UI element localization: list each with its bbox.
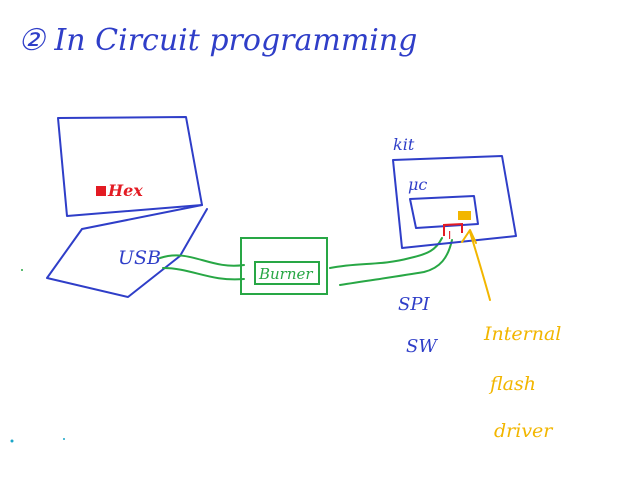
kit-label: kit bbox=[393, 135, 415, 154]
usb-cable bbox=[159, 254, 245, 281]
flash-driver-arrow bbox=[461, 229, 491, 301]
microcontroller-label: μc bbox=[408, 175, 427, 194]
flash-driver-line-3: driver bbox=[494, 420, 554, 442]
flash-driver-line-2: flash bbox=[488, 373, 536, 395]
sw-label: SW bbox=[406, 336, 438, 357]
kit-board bbox=[392, 155, 517, 249]
laptop bbox=[46, 116, 208, 298]
burner-label-frame bbox=[254, 261, 320, 285]
laptop-screen bbox=[57, 116, 203, 217]
stray-dot bbox=[21, 269, 23, 271]
flash-memory-marker bbox=[458, 211, 471, 220]
programming-pin-bracket bbox=[443, 222, 463, 236]
stray-dot bbox=[10, 439, 14, 443]
hex-file-marker bbox=[96, 186, 106, 196]
burner-box bbox=[240, 237, 328, 295]
laptop-keyboard bbox=[46, 204, 208, 298]
burner-label: Burner bbox=[258, 265, 313, 283]
spi-label: SPI bbox=[398, 294, 430, 315]
flash-driver-line-1: Internal bbox=[483, 323, 561, 345]
hex-file-label: Hex bbox=[107, 181, 143, 200]
spi-cable bbox=[329, 237, 453, 286]
usb-port-label: USB bbox=[118, 247, 161, 269]
microcontroller-chip bbox=[409, 195, 479, 229]
page-title: ② In Circuit programming bbox=[18, 23, 417, 58]
programming-pin-label: I bbox=[448, 229, 451, 242]
stray-dot bbox=[63, 438, 65, 440]
